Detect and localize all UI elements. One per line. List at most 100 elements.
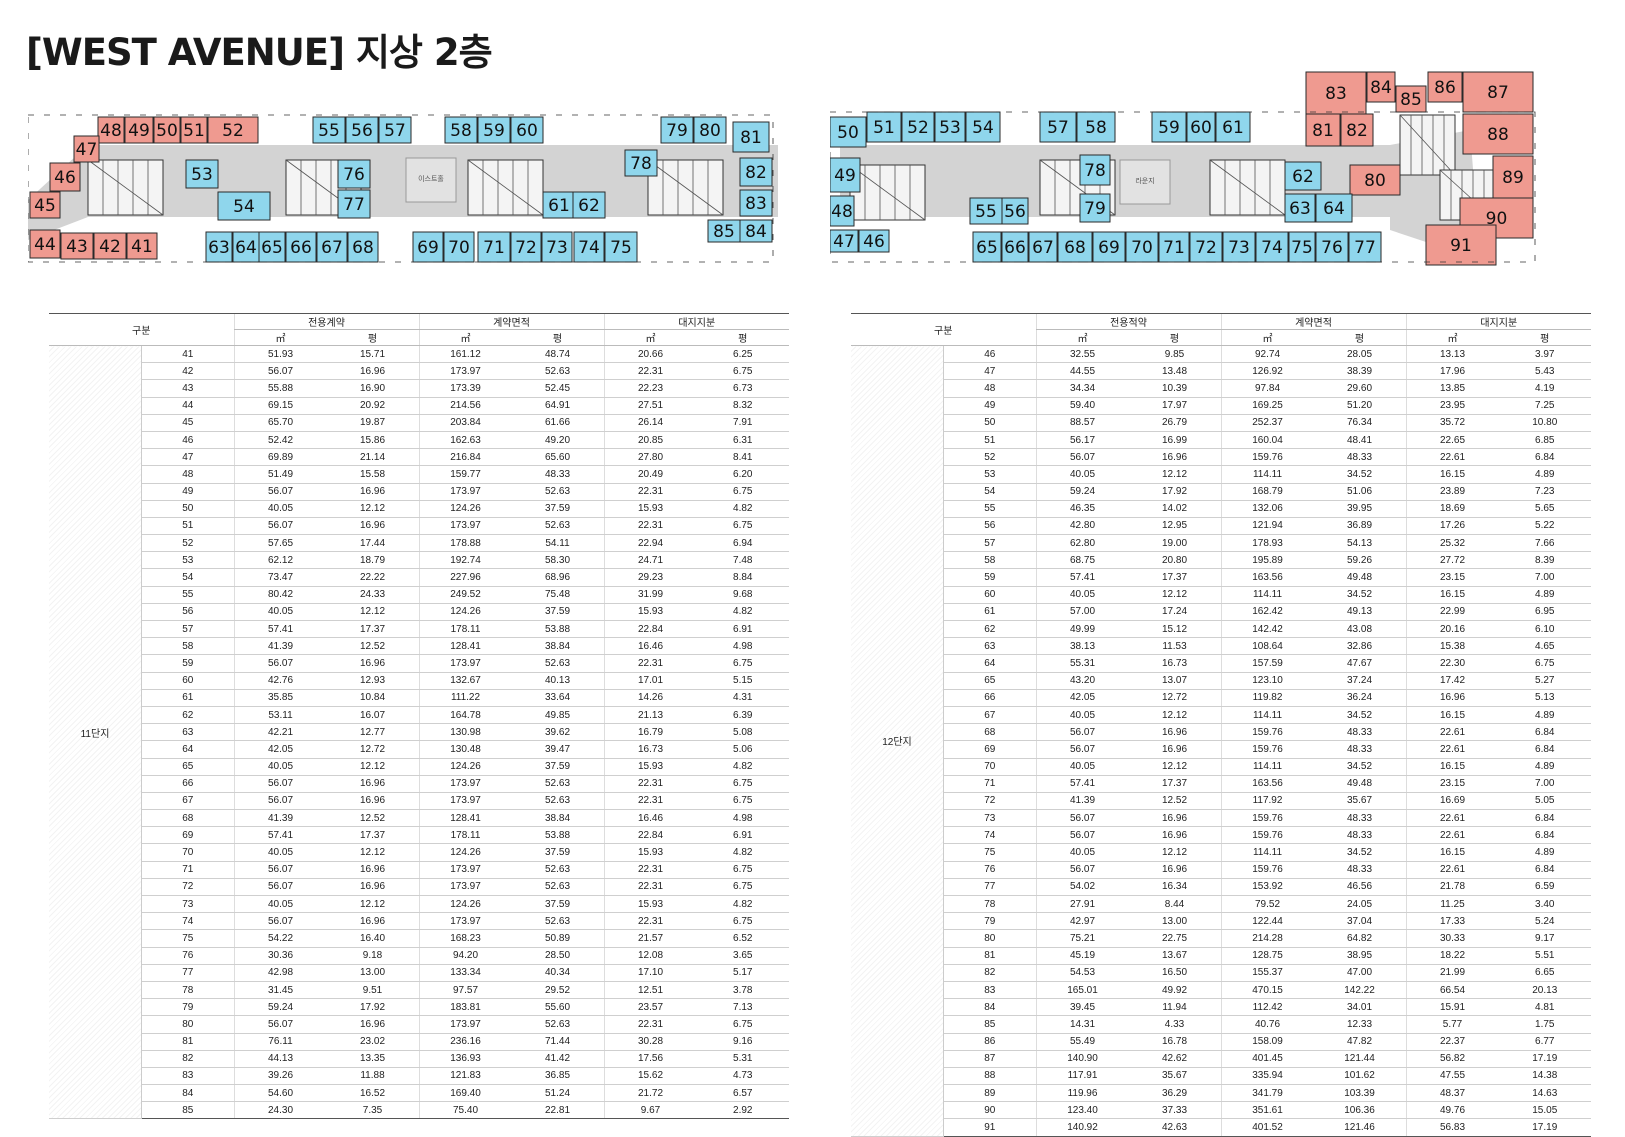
- unit-label: 76: [343, 165, 365, 185]
- cell-value: 68.75: [1035, 551, 1129, 570]
- cell-value: 22.31: [603, 861, 697, 879]
- unit-label: 52: [907, 118, 929, 138]
- cell-value: 16.73: [603, 740, 697, 759]
- cell-value: 47.55: [1405, 1067, 1499, 1086]
- cell-value: 26.79: [1128, 414, 1221, 432]
- unit-label: 58: [450, 121, 472, 141]
- cell-value: 17.10: [603, 964, 697, 982]
- hall: [1119, 159, 1171, 205]
- unit-label: 87: [1487, 83, 1509, 103]
- cell-value: 44.55: [1035, 362, 1129, 381]
- cell-value: 5.22: [1498, 517, 1591, 536]
- cell-value: 39.95: [1313, 500, 1406, 518]
- unit-number: 53: [943, 465, 1036, 484]
- cell-value: 48.37: [1405, 1084, 1499, 1103]
- unit-number: 79: [141, 998, 234, 1017]
- cell-value: 38.84: [511, 637, 604, 656]
- cell-value: 15.12: [1128, 620, 1221, 639]
- cell-value: 8.41: [696, 448, 789, 467]
- unit-53: [185, 159, 219, 189]
- cell-value: 7.66: [1498, 534, 1591, 553]
- cell-value: 57.41: [233, 620, 327, 639]
- cell-value: 30.33: [1405, 929, 1499, 948]
- cell-value: 15.93: [603, 500, 697, 518]
- cell-value: 4.89: [1498, 465, 1591, 484]
- cell-value: 97.57: [418, 981, 512, 1000]
- cell-value: 15.86: [326, 431, 419, 450]
- cell-value: 4.82: [696, 895, 789, 914]
- unit-label: 68: [1064, 238, 1086, 258]
- unit-41: [126, 232, 158, 260]
- cell-value: 16.50: [1128, 964, 1221, 982]
- cell-value: 22.84: [603, 620, 697, 639]
- unit-number: 69: [943, 740, 1036, 759]
- unit-65: [972, 231, 1002, 263]
- unit-number: 62: [141, 706, 234, 725]
- unit-73: [1222, 231, 1256, 263]
- unit-label: 69: [417, 238, 439, 258]
- cell-value: 12.33: [1313, 1015, 1406, 1034]
- unit-57: [1039, 111, 1077, 143]
- cell-value: 169.25: [1220, 397, 1314, 415]
- cell-value: 6.59: [1498, 878, 1591, 897]
- unit-label: 50: [837, 123, 859, 143]
- cell-value: 6.75: [696, 775, 789, 793]
- unit-number: 72: [141, 878, 234, 897]
- cell-value: 165.01: [1035, 981, 1129, 1000]
- cell-value: 173.97: [418, 878, 512, 897]
- unit-49: [830, 157, 861, 193]
- cell-value: 4.89: [1498, 758, 1591, 776]
- cell-value: 11.25: [1405, 895, 1499, 914]
- cell-value: 121.94: [1220, 517, 1314, 536]
- cell-value: 18.69: [1405, 500, 1499, 518]
- unit-78: [1079, 154, 1111, 186]
- cell-value: 22.31: [603, 483, 697, 501]
- cell-value: 159.76: [1220, 723, 1314, 742]
- cell-value: 15.05: [1498, 1101, 1591, 1120]
- cell-value: 4.89: [1498, 586, 1591, 604]
- unit-79: [660, 116, 694, 144]
- cell-value: 173.97: [418, 912, 512, 931]
- cell-value: 51.49: [233, 465, 327, 484]
- unit-58: [1076, 111, 1116, 143]
- unit-sqm: ㎡: [1405, 329, 1499, 346]
- cell-value: 37.59: [511, 895, 604, 914]
- unit-71: [477, 231, 511, 263]
- cell-value: 29.60: [1313, 379, 1406, 398]
- cell-value: 5.08: [696, 723, 789, 742]
- cell-value: 6.84: [1498, 809, 1591, 828]
- unit-number: 44: [141, 397, 234, 415]
- cell-value: 57.65: [233, 534, 327, 553]
- cell-value: 142.22: [1313, 981, 1406, 1000]
- unit-number: 64: [141, 740, 234, 759]
- cell-value: 7.25: [1498, 397, 1591, 415]
- cell-value: 92.74: [1220, 345, 1314, 364]
- unit-number: 58: [141, 637, 234, 656]
- cell-value: 57.41: [233, 826, 327, 845]
- cell-value: 54.60: [233, 1084, 327, 1103]
- cell-value: 57.00: [1035, 603, 1129, 622]
- cell-value: 6.75: [696, 792, 789, 811]
- cell-value: 16.96: [1128, 861, 1221, 879]
- cell-value: 16.46: [603, 637, 697, 656]
- unit-number: 56: [943, 517, 1036, 536]
- cell-value: 14.63: [1498, 1084, 1591, 1103]
- cell-value: 13.48: [1128, 362, 1221, 381]
- cell-value: 39.26: [233, 1067, 327, 1086]
- cell-value: 38.39: [1313, 362, 1406, 381]
- cell-value: 12.95: [1128, 517, 1221, 536]
- unit-number: 76: [141, 947, 234, 965]
